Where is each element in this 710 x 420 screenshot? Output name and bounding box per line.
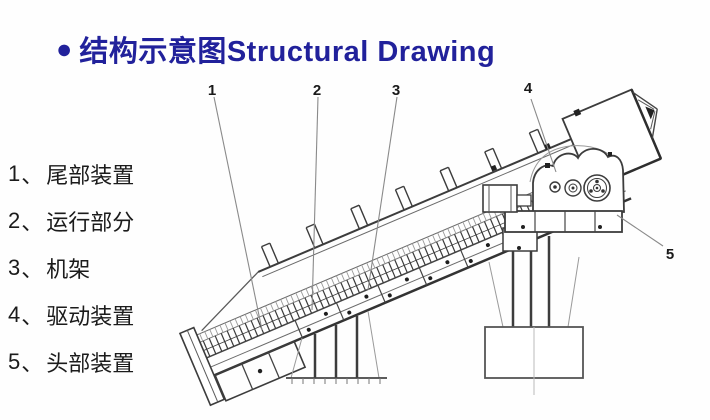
- page-title: 结构示意图Structural Drawing: [79, 36, 496, 68]
- legend-separator: 、: [21, 209, 44, 235]
- leader-line-5: [616, 214, 664, 247]
- legend-label: 头部装置: [46, 350, 135, 376]
- legend-separator: 、: [21, 162, 44, 188]
- tail-section: [178, 326, 307, 407]
- gearbox-body: [532, 147, 625, 213]
- callout-2: 2: [313, 82, 321, 99]
- legend-separator: 、: [21, 350, 44, 376]
- legend-item-5: 5、头部装置: [8, 338, 134, 385]
- legend-item-3: 3、机架: [8, 244, 134, 291]
- bullet-icon: ●: [56, 33, 73, 64]
- flow-arrow-icon: [645, 106, 655, 120]
- leader-line-4: [530, 98, 557, 173]
- leader-lines: [213, 96, 664, 331]
- ground-hatch: [291, 378, 381, 384]
- callout-1: 1: [208, 82, 216, 99]
- leader-line-3: [367, 96, 398, 291]
- legend-item-1: 1、尾部装置: [8, 150, 134, 197]
- legend-num: 3: [8, 254, 21, 280]
- hopper-box: [502, 227, 538, 252]
- legend-label: 机架: [46, 256, 91, 282]
- title-row: ● 结构示意图Structural Drawing: [56, 28, 495, 70]
- drive-unit: [482, 145, 625, 233]
- legend-num: 1: [8, 160, 21, 186]
- legend-item-4: 4、驱动装置: [8, 291, 134, 338]
- legend-separator: 、: [21, 256, 44, 282]
- conveyor-group: [178, 88, 663, 407]
- legend-num: 2: [8, 207, 21, 233]
- legend-list: 1、尾部装置 2、运行部分 3、机架 4、驱动装置 5、头部装置: [8, 150, 134, 385]
- leader-line-2: [311, 96, 319, 311]
- leader-line-1: [213, 96, 263, 331]
- legend-num: 4: [8, 301, 21, 327]
- callout-3: 3: [392, 82, 400, 99]
- bolt-mark: [490, 164, 498, 172]
- legend-item-2: 2、运行部分: [8, 197, 134, 244]
- motor: [482, 184, 532, 213]
- callout-4: 4: [524, 80, 533, 97]
- legend-separator: 、: [21, 303, 44, 329]
- callout-5: 5: [666, 246, 674, 263]
- legend-num: 5: [8, 348, 21, 374]
- callout-numbers: 1 2 3 4 5: [208, 80, 674, 263]
- drive-base: [504, 210, 623, 233]
- legend-label: 尾部装置: [46, 162, 135, 188]
- legend-label: 运行部分: [46, 209, 135, 235]
- supports: [286, 227, 584, 395]
- legend-label: 驱动装置: [46, 303, 135, 329]
